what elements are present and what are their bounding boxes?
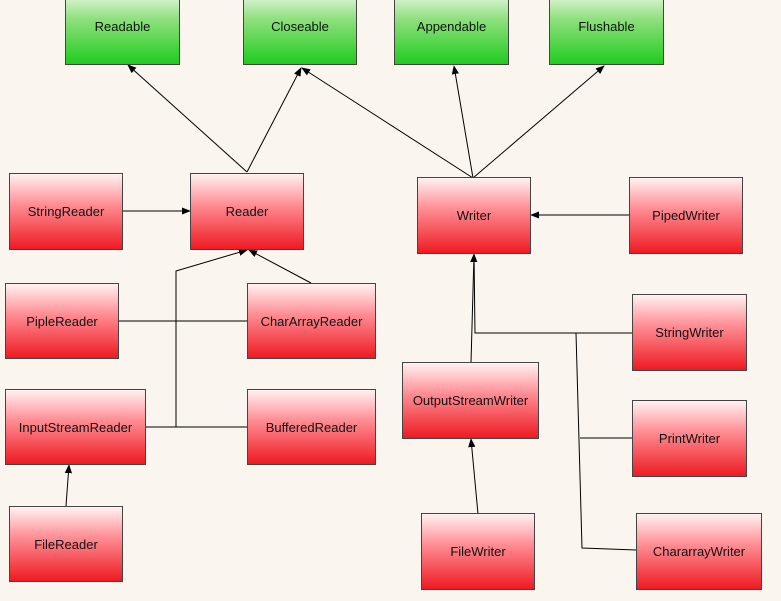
edge-outputstreamwriter-writer [470, 253, 478, 364]
interface-closeable[interactable]: Closeable [243, 0, 357, 65]
edge-chararrayreader-reader [248, 249, 312, 284]
class-writer[interactable]: Writer [417, 177, 531, 254]
class-string-writer[interactable]: StringWriter [632, 294, 747, 371]
edge-filereader-inputstreamreader [64, 464, 72, 507]
edge-writer-trunk [575, 332, 638, 551]
edge-writer-closeable [301, 67, 474, 179]
class-char-array-reader[interactable]: CharArrayReader [247, 283, 376, 359]
class-buffered-reader[interactable]: BufferedReader [247, 389, 376, 465]
edge-inputstreamreader-reader [145, 248, 248, 428]
class-output-stream-writer[interactable]: OutputStreamWriter [402, 362, 539, 439]
class-piple-reader[interactable]: PipleReader [5, 283, 119, 359]
edge-writer-appendable [451, 65, 474, 179]
edge-reader-readable [127, 64, 248, 173]
class-input-stream-reader[interactable]: InputStreamReader [5, 389, 146, 465]
class-string-reader[interactable]: StringReader [9, 173, 123, 250]
class-chararray-writer[interactable]: ChararrayWriter [636, 513, 762, 590]
edge-writer-flushable [472, 65, 605, 179]
class-file-reader[interactable]: FileReader [9, 506, 123, 582]
class-print-writer[interactable]: PrintWriter [632, 400, 747, 477]
edge-reader-closeable [246, 67, 302, 173]
interface-flushable[interactable]: Flushable [549, 0, 664, 65]
class-file-writer[interactable]: FileWriter [421, 513, 535, 590]
class-reader[interactable]: Reader [190, 173, 304, 250]
edge-filewriter-outputstreamwriter [468, 438, 479, 515]
interface-readable[interactable]: Readable [65, 0, 180, 65]
interface-appendable[interactable]: Appendable [394, 0, 509, 65]
edge-stringwriter-writer [473, 253, 633, 334]
class-piped-writer[interactable]: PipedWriter [629, 177, 743, 254]
